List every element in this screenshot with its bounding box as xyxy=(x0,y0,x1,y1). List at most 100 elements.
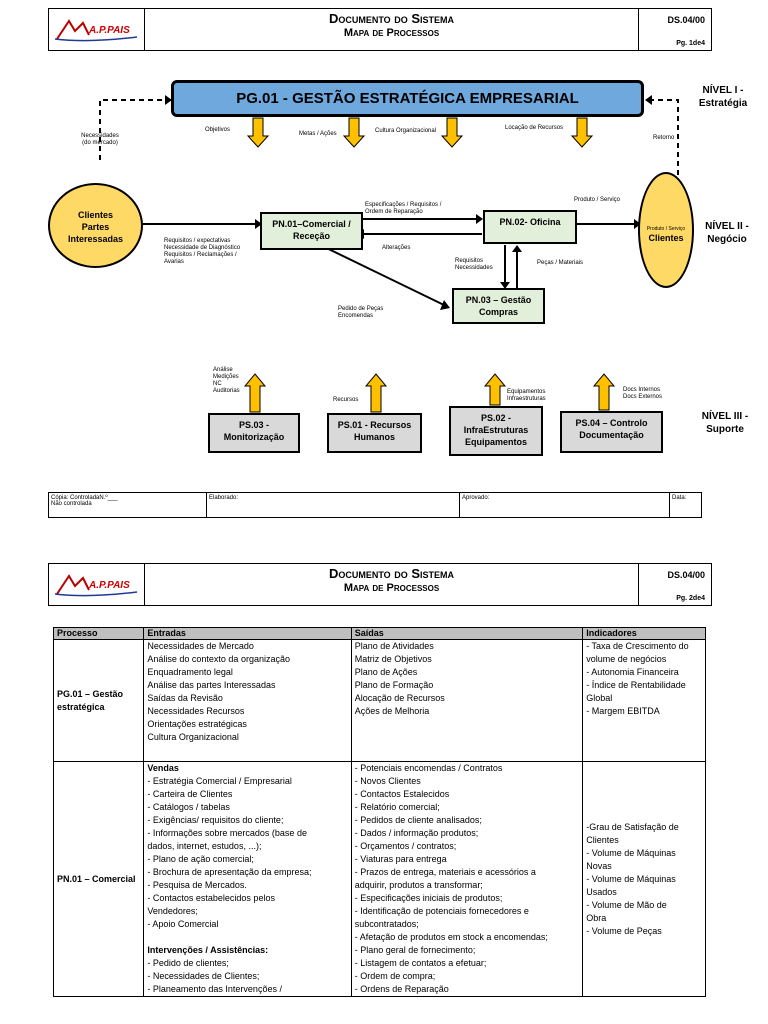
indicadores-line: Clientes xyxy=(586,834,619,845)
process-cell: PG.01 – Gestão estratégica xyxy=(52,639,145,762)
saidas-line: - Pedidos de cliente analisados; xyxy=(354,815,482,825)
indicadores-line: - Volume de Peças xyxy=(586,925,662,936)
saidas-line: - Plano geral de fornecimento; xyxy=(354,945,476,955)
doc-title: Documento do Sistema xyxy=(328,11,455,26)
entradas-line: - Pesquisa de Mercados. xyxy=(147,880,247,890)
logo-text: A.P.PAIS xyxy=(88,25,130,36)
saidas-line: Plano de Formação xyxy=(354,680,434,690)
clientes-output: Produto / Serviço Clientes xyxy=(638,172,694,288)
entradas-line: Análise das partes Interessadas xyxy=(147,680,276,690)
entradas-line: - Estratégia Comercial / Empresarial xyxy=(147,776,292,786)
arrow-label-cultura: Cultura Organizacional xyxy=(375,128,437,134)
doc-code: DS.04/00 xyxy=(667,570,705,580)
arrow-label-metas: Metas / Ações xyxy=(299,131,337,137)
indicadores-line: -Grau de Satisfação de xyxy=(586,821,679,832)
footer-elaborado: Elaborado: xyxy=(207,493,460,517)
saidas-line: - Ordens de Reparação xyxy=(354,984,449,994)
saidas-cell: - Potenciais encomendas / Contratos- Nov… xyxy=(350,761,584,997)
col-indicadores: Indicadores xyxy=(582,627,706,640)
retorno-label: Retorno xyxy=(653,135,675,141)
company-logo: A.P.PAIS xyxy=(49,9,145,50)
entradas-line: Cultura Organizacional xyxy=(147,732,239,742)
saidas-line: Plano de Atividades xyxy=(354,641,434,651)
logo-text: A.P.PAIS xyxy=(88,580,130,591)
entradas-line: Necessidades de Mercado xyxy=(147,641,254,651)
saidas-line: - Especificações iniciais de produtos; xyxy=(354,893,503,903)
page2-header: A.P.PAIS Documento do Sistema Mapa de Pr… xyxy=(48,563,712,606)
recursos-label: Recursos xyxy=(333,397,359,403)
pg01-box: PG.01 - GESTÃO ESTRATÉGICA EMPRESARIAL xyxy=(171,80,644,117)
saidas-line: Matriz de Objetivos xyxy=(354,654,432,664)
entradas-line: - Contactos estabelecidos pelos xyxy=(147,893,275,903)
indicadores-line: Global xyxy=(586,693,613,703)
pn01-box: PN.01–Comercial /Receção xyxy=(260,212,363,250)
col-processo: Processo xyxy=(52,627,145,640)
indicadores-line: Obra xyxy=(586,912,607,923)
table-header-row: Processo Entradas Saídas Indicadores xyxy=(52,627,706,640)
entradas-line xyxy=(147,931,347,944)
entradas-line: - Informações sobre mercados (base de xyxy=(147,828,307,838)
indicadores-line: volume de negócios xyxy=(586,654,667,664)
indicadores-cell: -Grau de Satisfação de Clientes - Volume d… xyxy=(582,761,706,997)
saidas-line: - Prazos de entrega, materiais e acessór… xyxy=(354,867,536,877)
saidas-line: - Identificação de potenciais fornecedor… xyxy=(354,906,529,916)
entradas-line: - Plano de ação comercial; xyxy=(147,854,254,864)
col-entradas: Entradas xyxy=(143,627,352,640)
indicadores-line: Usados xyxy=(586,886,617,897)
saidas-line: - Relatório comercial; xyxy=(354,802,440,812)
saidas-line: Alocação de Recursos xyxy=(354,693,445,703)
indicadores-line: - Volume de Mão de xyxy=(586,899,667,910)
entradas-line: Intervenções / Assistências: xyxy=(147,945,269,955)
doc-subtitle: Mapa de Processos xyxy=(343,582,440,594)
entradas-line: Enquadramento legal xyxy=(147,667,233,677)
entradas-line: - Pedido de clientes; xyxy=(147,958,229,968)
saidas-line: adquirir, produtos a transformar; xyxy=(354,880,483,890)
page1-header: A.P.PAIS Documento do Sistema Mapa de Pr… xyxy=(48,8,712,51)
doc-title: Documento do Sistema xyxy=(328,566,455,581)
entradas-line: Vendedores; xyxy=(147,906,198,916)
saidas-line: subcontratados; xyxy=(354,919,419,929)
indicadores-line: Novas xyxy=(586,860,612,871)
company-logo: A.P.PAIS xyxy=(49,564,145,605)
saidas-line: - Orçamentos / contratos; xyxy=(354,841,457,851)
entradas-line: - Brochura de apresentação da empresa; xyxy=(147,867,312,877)
process-cell: PN.01 – Comercial xyxy=(52,761,145,997)
level-2-label: NÍVEL II -Negócio xyxy=(705,221,749,245)
indicadores-line: - Índice de Rentabilidade xyxy=(586,680,686,690)
col-saidas: Saídas xyxy=(350,627,584,640)
entradas-line: Análise do contexto da organização xyxy=(147,654,290,664)
entradas-line: Necessidades Recursos xyxy=(147,706,245,716)
saidas-line: - Ordem de compra; xyxy=(354,971,436,981)
arrow-label-locacao: Locação de Recursos xyxy=(505,125,564,131)
entradas-line: - Apoio Comercial xyxy=(147,919,219,929)
entradas-line: - Carteira de Clientes xyxy=(147,789,233,799)
page-number: Pg. 1de4 xyxy=(676,40,705,47)
entradas-line: dados, internet, estudos, ...); xyxy=(147,841,262,851)
indicadores-line: - Autonomia Financeira xyxy=(586,667,679,677)
saidas-line: - Contactos Estalecidos xyxy=(354,789,450,799)
saidas-line: Ações de Melhoria xyxy=(354,706,430,716)
process-table: Processo Entradas Saídas Indicadores PG.… xyxy=(52,627,706,997)
saidas-line: - Viaturas para entrega xyxy=(354,854,447,864)
pecas-materiais-label: Peças / Materiais xyxy=(537,260,584,266)
doc-code: DS.04/00 xyxy=(667,15,705,25)
especificacoes-label: Especificações / Requisitos /Ordem de Re… xyxy=(365,202,442,215)
saidas-line: - Listagem de contatos a efetuar; xyxy=(354,958,487,968)
entradas-line: Saídas da Revisão xyxy=(147,693,223,703)
clientes-partes-interessadas: Clientes Partes Interessadas xyxy=(48,183,143,268)
entradas-line: - Planeamento das Intervenções / xyxy=(147,984,282,994)
arrow-label-objetivos: Objetivos xyxy=(205,127,231,133)
